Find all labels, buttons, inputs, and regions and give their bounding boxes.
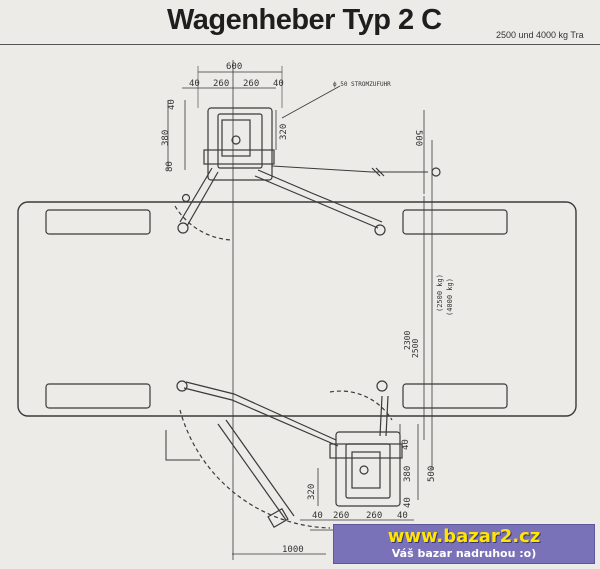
dim-left-vert-3: 80 [165, 161, 175, 172]
top-arm-pivot-pad [181, 193, 191, 203]
wheel-front-right [402, 209, 508, 235]
top-column-base [207, 107, 273, 181]
dim-bottom-right-vert-1: 40 [401, 439, 411, 450]
top-supply-end [371, 167, 385, 177]
bottom-arm-arc [179, 409, 331, 529]
wheel-rear-right [402, 383, 508, 409]
dim-bottom-right-vert-3: 40 [403, 497, 413, 508]
dim-bottom-offset: 1000 [282, 545, 304, 555]
bottom-guide [165, 430, 200, 461]
dim-bottom-seg-4: 40 [397, 511, 408, 521]
top-column-inner [217, 113, 263, 169]
top-arm-right-pad [374, 224, 386, 236]
bottom-arm-left [183, 387, 339, 447]
bottom-arm-swing-pad [267, 507, 289, 529]
top-supply-valve [431, 167, 441, 177]
top-arm-left-2 [186, 171, 219, 227]
bottom-column-head [351, 451, 381, 489]
dim-left-vert-1: 40 [167, 99, 177, 110]
top-column-pivot [231, 135, 241, 145]
diagram-title: Wagenheber Typ 2 C [167, 4, 442, 36]
bottom-column-foot [329, 443, 403, 459]
wheel-rear-left [45, 383, 151, 409]
top-supply-pipe [271, 165, 428, 173]
top-arm-left [179, 167, 213, 223]
dim-bottom-seg-2: 260 [333, 511, 349, 521]
banner-url: www.bazar2.cz [387, 526, 541, 547]
bottom-arm-right-pad [376, 380, 388, 392]
dim-wheelbase-1: 2300 [403, 331, 412, 350]
dim-bottom-seg-3: 260 [366, 511, 382, 521]
bottom-arm-swing-2 [225, 419, 295, 517]
bottom-arm-right-2 [385, 395, 389, 437]
bottom-arm-swing [217, 423, 287, 521]
dim-top-seg-2: 260 [213, 79, 229, 89]
dim-top-width: 600 [226, 62, 242, 72]
banner-slogan: Váš bazar nadruhou :o) [391, 547, 537, 560]
bottom-arm-arc-2 [329, 390, 393, 421]
vehicle-outline [17, 201, 577, 417]
diagram-subtitle: 2500 und 4000 kg Tra [496, 30, 584, 40]
dim-bottom-right-vert-2: 380 [403, 466, 413, 482]
dim-bottom-inner-vert: 320 [307, 484, 317, 500]
dim-wheelbase-2: (2500 kg) [436, 274, 444, 312]
dim-left-vert-2: 380 [161, 130, 171, 146]
wheel-front-left [45, 209, 151, 235]
dim-pipe-note: ϕ 50 STROMZUFUHR [333, 81, 391, 88]
top-arm-left-pad [177, 222, 189, 234]
bottom-arm-left-pad [176, 380, 188, 392]
bottom-arm-right [379, 395, 383, 437]
top-arm-right-2 [257, 169, 383, 223]
dim-wheelbase-4: (4000 kg) [446, 278, 454, 316]
header-rule [0, 44, 600, 45]
bottom-arm-left-2 [185, 381, 337, 441]
dim-top-seg-1: 40 [189, 79, 200, 89]
dim-top-seg-3: 260 [243, 79, 259, 89]
dim-wheelbase-3: 2500 [411, 339, 420, 358]
dim-right-vert: 500 [413, 130, 423, 146]
top-column-foot [203, 149, 275, 165]
top-arm-right [254, 175, 379, 229]
dim-bottom-seg-1: 40 [312, 511, 323, 521]
top-column-head [221, 119, 251, 157]
dim-top-seg-4: 40 [273, 79, 284, 89]
dim-inner-vert: 320 [279, 124, 289, 140]
watermark-banner: www.bazar2.cz Váš bazar nadruhou :o) [333, 524, 595, 564]
bottom-column-pivot [359, 465, 369, 475]
dim-bottom-right-lower: 500 [427, 466, 437, 482]
